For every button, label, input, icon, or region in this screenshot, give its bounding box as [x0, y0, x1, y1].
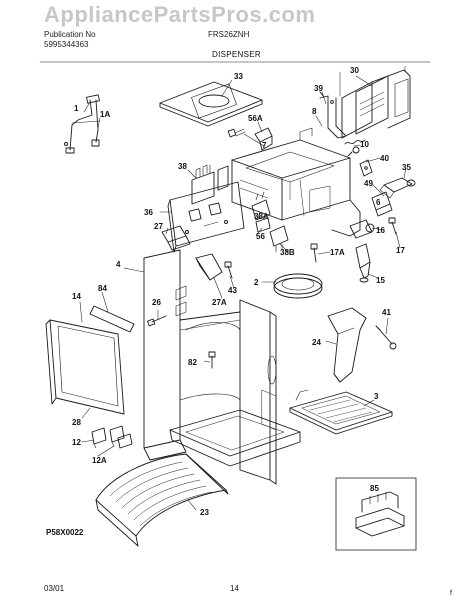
callout-2: 2 [254, 278, 259, 287]
callout-85: 85 [370, 484, 379, 493]
publication-number: 5995344363 [44, 40, 89, 49]
callout-10: 10 [360, 140, 369, 149]
watermark: AppliancePartsPros.com [44, 2, 316, 27]
callout-7: 7 [262, 141, 267, 150]
callout-27: 27 [154, 222, 163, 231]
callout-38: 38 [178, 162, 187, 171]
callout-23: 23 [200, 508, 209, 517]
part-8-screw [227, 128, 246, 138]
part-38B-switch [269, 225, 289, 253]
part-17-screw [388, 217, 397, 235]
part-3-heater [289, 389, 393, 435]
part-84-strip [89, 305, 135, 333]
part-27A-paddle [195, 253, 223, 281]
part-40-link [359, 159, 373, 177]
part-27-lever [161, 225, 191, 251]
callout-12: 12 [72, 438, 81, 447]
part-41-pin [375, 325, 397, 350]
part-14-frame [45, 319, 125, 415]
callout-43: 43 [228, 286, 237, 295]
part-17A-screw [310, 243, 318, 263]
callout-39: 39 [314, 84, 323, 93]
callout-49: 49 [364, 179, 373, 188]
callout-33: 33 [234, 72, 243, 81]
part-33-plate [159, 81, 263, 127]
diagram-title: DISPENSER [212, 50, 261, 59]
callout-30: 30 [350, 66, 359, 75]
callout-14: 14 [72, 292, 81, 301]
callout-40: 40 [380, 154, 389, 163]
callout-82: 82 [188, 358, 197, 367]
callout-8: 8 [312, 107, 317, 116]
callout-3: 3 [374, 392, 379, 401]
callout-36: 36 [144, 208, 153, 217]
callout-28: 28 [72, 418, 81, 427]
part-4-frame [143, 249, 301, 485]
part-23-tray [95, 453, 229, 547]
part-16-valve [349, 219, 375, 239]
part-85-inset [335, 477, 417, 551]
part-43-screw [224, 261, 233, 279]
callout-6: 6 [376, 198, 381, 207]
part-56A-clip [254, 127, 273, 151]
part-15-nozzle [355, 243, 371, 283]
part-35-solenoid [379, 177, 416, 199]
part-38A-switch [251, 191, 271, 221]
publication-label: Publication No [44, 30, 96, 39]
callout-12A: 12A [92, 456, 107, 465]
callout-56A: 56A [248, 114, 263, 123]
callout-4: 4 [116, 260, 121, 269]
footer-page-number: 14 [230, 584, 239, 593]
part-82-screw [208, 351, 216, 369]
footer-date: 03/01 [44, 584, 65, 593]
callout-26: 26 [152, 298, 161, 307]
callout-1: 1 [74, 104, 79, 113]
callout-84: 84 [98, 284, 107, 293]
callout-15: 15 [376, 276, 385, 285]
callout-35: 35 [402, 163, 411, 172]
part-56-clip [255, 217, 271, 233]
callout-38A: 38A [254, 212, 269, 221]
callout-17: 17 [396, 246, 405, 255]
part-12A-clip [117, 433, 133, 449]
part-38-switches [191, 164, 229, 205]
callout-27A: 27A [212, 298, 227, 307]
diagram-code: P58X0022 [46, 528, 84, 537]
callout-38B: 38B [280, 248, 295, 257]
part-2-ring [273, 273, 323, 299]
part-49-bracket [371, 191, 393, 217]
callout-17A: 17A [330, 248, 345, 257]
part-36-panel [167, 181, 245, 253]
callout-1A: 1A [100, 110, 111, 119]
part-1-harness [64, 94, 101, 154]
callout-41: 41 [382, 308, 391, 317]
housing-main [231, 127, 361, 237]
part-10-nut [347, 146, 360, 157]
part-7-spring [344, 139, 366, 145]
part-30-flap [339, 65, 411, 139]
model-number: FRS26ZNH [208, 30, 250, 39]
part-26-screw [147, 315, 167, 327]
callout-16: 16 [376, 226, 385, 235]
callout-56: 56 [256, 232, 265, 241]
leader-lines [79, 75, 407, 511]
footer-mark: f [450, 590, 452, 597]
part-24-arm [327, 307, 367, 383]
callout-24: 24 [312, 338, 321, 347]
